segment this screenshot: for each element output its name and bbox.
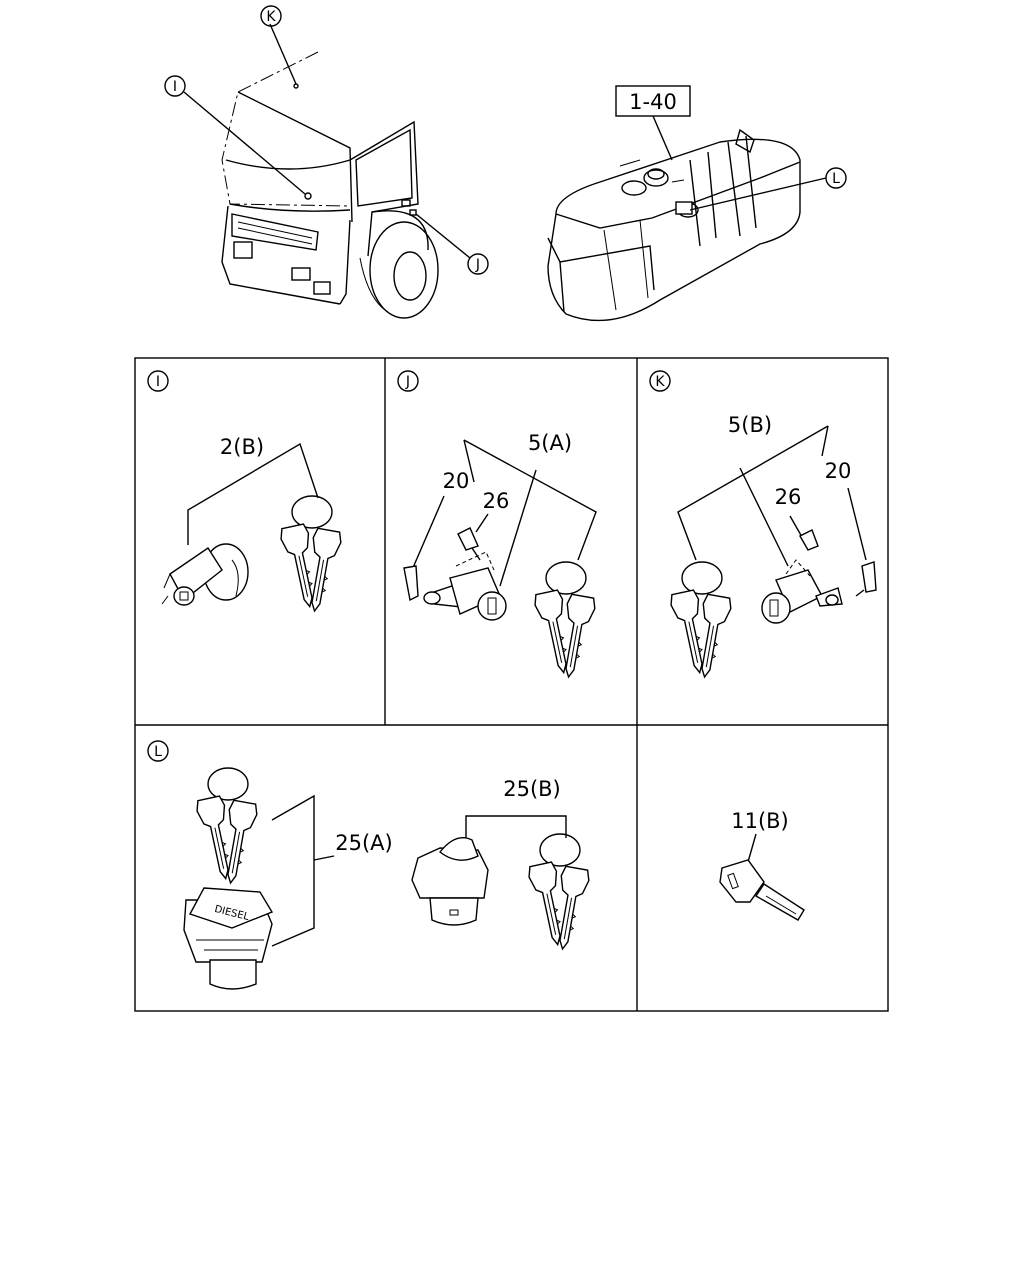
fuel-tank-illustration	[547, 128, 801, 322]
truck-cab-illustration	[221, 51, 439, 319]
part-label-11b: 11(B)	[731, 809, 789, 833]
part-label-20-k: 20	[825, 459, 852, 483]
panel-i: I 2(B)	[147, 370, 343, 613]
svg-text:K: K	[266, 9, 276, 25]
view-marker-l: L	[825, 167, 847, 189]
part-label-5b: 5(B)	[728, 413, 772, 437]
panel-j: J 5(A) 20 26	[397, 370, 597, 679]
svg-text:L: L	[832, 171, 840, 187]
part-label-2b: 2(B)	[220, 435, 264, 459]
svg-text:K: K	[655, 374, 665, 390]
view-marker-j: J	[467, 253, 489, 275]
svg-text:J: J	[475, 257, 480, 273]
svg-text:1-40: 1-40	[629, 90, 677, 114]
panel-l-marker: L	[147, 740, 169, 762]
panel-k-marker: K	[649, 370, 671, 392]
svg-text:L: L	[154, 744, 162, 760]
svg-text:I: I	[156, 374, 160, 390]
fuel-cap-locking-b	[411, 837, 489, 926]
panel-j-marker: J	[397, 370, 419, 392]
part-label-25a: 25(A)	[335, 831, 392, 855]
view-marker-k: K	[260, 5, 282, 27]
svg-text:I: I	[173, 79, 177, 95]
part-label-26-k: 26	[775, 485, 802, 509]
panel-grid	[134, 357, 889, 1012]
key-set-2b	[279, 496, 343, 613]
door-lock-cylinder-j	[403, 527, 507, 621]
ref-box-1-40: 1-40	[615, 85, 691, 117]
svg-text:J: J	[405, 374, 410, 390]
part-label-25b: 25(B)	[503, 777, 561, 801]
part-label-26-j: 26	[483, 489, 510, 513]
view-marker-i: I	[164, 75, 186, 97]
key-set-5a	[533, 562, 597, 679]
key-set-25b	[527, 834, 591, 951]
fuel-cap-locking: DIESEL	[183, 887, 274, 990]
panel-i-marker: I	[147, 370, 169, 392]
panel-key-blank: 11(B)	[719, 809, 805, 921]
key-set-5b	[669, 562, 733, 679]
part-label-5a: 5(A)	[528, 431, 572, 455]
spare-key-11b	[719, 859, 805, 921]
panel-l: L 25(A) DIESEL 25(B)	[147, 740, 591, 990]
panel-k: K 5(B) 20 26	[649, 370, 877, 679]
ignition-lock-cylinder	[161, 543, 249, 606]
key-set-25a	[195, 768, 259, 885]
door-lock-cylinder-k	[761, 529, 877, 624]
part-label-20-j: 20	[443, 469, 470, 493]
